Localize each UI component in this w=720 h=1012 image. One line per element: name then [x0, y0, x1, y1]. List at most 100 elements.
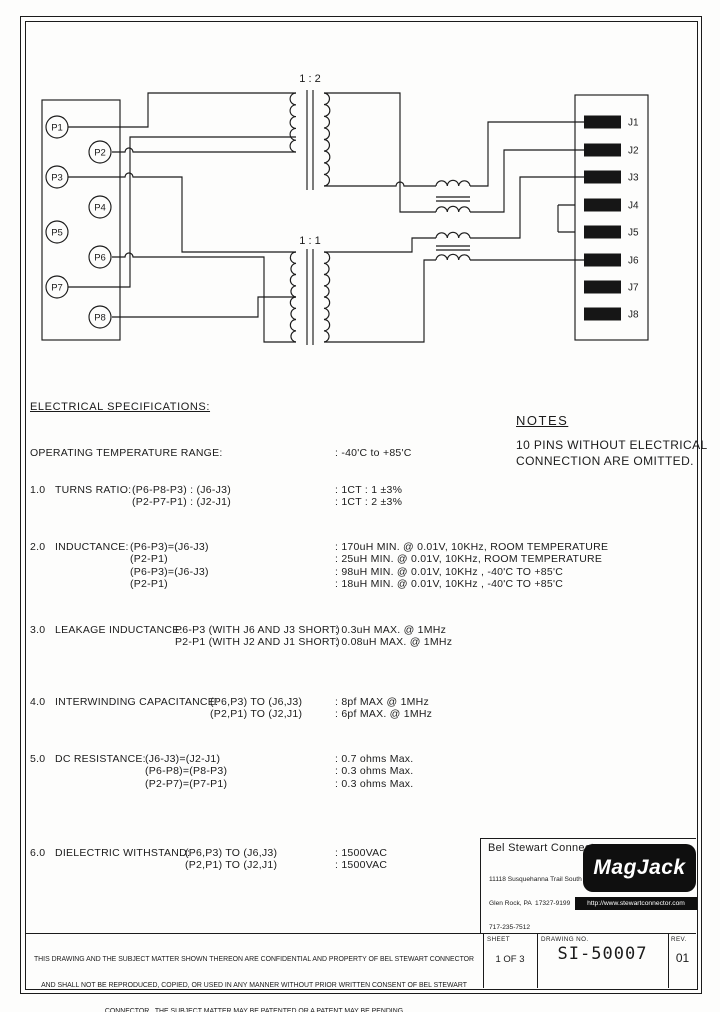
pin-j7	[584, 280, 621, 294]
wire	[470, 149, 585, 213]
wire	[470, 176, 585, 239]
wire	[557, 204, 575, 233]
spec-value: : 1CT : 1 ±3%	[335, 484, 403, 496]
cell-divider	[537, 933, 539, 988]
pin-label-j4: J4	[628, 201, 639, 212]
frame-inner	[25, 21, 698, 990]
j-connector-box	[574, 94, 649, 341]
spec-param: (P6-P8)=(P8-P3)	[145, 765, 228, 778]
pin-j5	[584, 225, 621, 239]
spec-item-name: INDUCTANCE:	[55, 541, 129, 553]
pin-label-j1: J1	[628, 118, 639, 129]
pin-label-p1: P1	[51, 123, 63, 134]
magjack-logo: MagJack	[583, 844, 696, 892]
spec-item-number: 4.0	[30, 696, 46, 708]
sheet-label: SHEET	[487, 936, 510, 943]
pin-j8	[584, 307, 621, 321]
pin-j2	[584, 143, 621, 157]
choke-coil	[435, 253, 471, 261]
spec-param: (P2,P1) TO (J2,J1)	[210, 708, 303, 721]
wire	[68, 136, 296, 288]
spec-value: : 1CT : 2 ±3%	[335, 496, 403, 509]
spec-value: : 1500VAC	[335, 847, 388, 859]
spec-item-number: 1.0	[30, 484, 46, 496]
pin-p8	[88, 305, 112, 329]
spec-value: : 0.3 ohms Max.	[335, 765, 414, 778]
notes-title: NOTES	[516, 413, 569, 428]
wire	[324, 259, 436, 343]
disclaimer-line: THIS DRAWING AND THE SUBJECT MATTER SHOW…	[33, 956, 475, 964]
choke-coil	[435, 205, 471, 213]
wire	[324, 237, 436, 253]
frame-outer	[20, 16, 702, 994]
pin-label-p8: P8	[94, 313, 106, 324]
transformer2-ratio-label: 1 : 1	[299, 235, 320, 247]
drawing-no-value: SI-50007	[557, 944, 648, 964]
spec-value: : 170uH MIN. @ 0.01V, 10KHz, ROOM TEMPER…	[335, 541, 609, 553]
spec-item-number: 2.0	[30, 541, 46, 553]
spec-item-name: DC RESISTANCE:	[55, 753, 146, 765]
spec-value: : 6pf MAX. @ 1MHz	[335, 708, 433, 721]
transformer1-primary-coil	[289, 92, 297, 153]
pin-j6	[584, 253, 621, 267]
disclaimer-line: AND SHALL NOT BE REPRODUCED, COPIED, OR …	[41, 981, 467, 989]
pin-label-p5: P5	[51, 228, 63, 239]
rev-label: REV.	[671, 936, 687, 943]
spec-param: (P6-P3)=(J6-J3)	[130, 565, 209, 578]
notes-line: 10 PINS WITHOUT ELECTRICAL	[516, 438, 708, 452]
spec-value: : 8pf MAX @ 1MHz	[335, 696, 430, 708]
spec-value: : 0.3 ohms Max.	[335, 777, 414, 790]
pin-label-p3: P3	[51, 173, 63, 184]
title-block-top-rule	[480, 838, 696, 840]
pin-p1	[45, 115, 69, 139]
spec-item-name: TURNS RATIO:	[55, 484, 132, 496]
spec-value: : -40'C to +85'C	[335, 447, 412, 459]
sheet-value: 1 OF 3	[495, 954, 525, 965]
pin-p6	[88, 245, 112, 269]
spec-param: (P2,P1) TO (J2,J1)	[185, 859, 278, 872]
spec-value: : 0.7 ohms Max.	[335, 753, 414, 765]
pin-label-p2: P2	[94, 148, 106, 159]
pin-j3	[584, 170, 621, 184]
pin-p5	[45, 220, 69, 244]
choke-coil	[435, 231, 471, 239]
transformer1-ratio-label: 1 : 2	[299, 73, 320, 85]
pin-p4	[88, 195, 112, 219]
schematic-svg: 1 : 21 : 1P1P2P3P4P5P6P7P8J1J2J3J4J5J6J7…	[41, 73, 649, 345]
rev-value: 01	[675, 951, 690, 965]
address-line: Glen Rock, PA 17327-9199	[489, 900, 571, 907]
pin-p7	[45, 275, 69, 299]
company-address: 11118 Susquehanna Trail South Glen Rock,…	[489, 860, 582, 948]
address-line: 717-235-7512	[489, 924, 531, 931]
spec-param: (P2-P1)	[130, 553, 168, 566]
disclaimer-line: CONNECTOR. THE SUBJECT MATTER MAY BE PAT…	[104, 1007, 404, 1012]
spec-item-number: 6.0	[30, 847, 46, 859]
disclaimer-text: THIS DRAWING AND THE SUBJECT MATTER SHOW…	[25, 939, 483, 1012]
pin-label-p4: P4	[94, 203, 106, 214]
spec-value: : 18uH MIN. @ 0.01V, 10KHz , -40'C TO +8…	[335, 578, 564, 591]
wire	[112, 296, 296, 318]
spec-param: P2-P1 (WITH J2 AND J1 SHORT)	[175, 636, 340, 649]
spec-param: (P6-P8-P3) : (J6-J3)	[132, 484, 231, 496]
spec-param: (P6,P3) TO (J6,J3)	[185, 847, 278, 859]
spec-item-name: OPERATING TEMPERATURE RANGE:	[30, 447, 223, 459]
spec-value: : 25uH MIN. @ 0.01V, 10KHz, ROOM TEMPERA…	[335, 553, 603, 566]
pin-label-j8: J8	[628, 310, 639, 321]
pin-j1	[584, 115, 621, 129]
cell-divider	[668, 933, 670, 988]
transformer2-primary-coil	[289, 251, 297, 343]
spec-param: (P2-P7)=(P7-P1)	[145, 777, 228, 790]
spec-param: (P2-P1)	[130, 578, 168, 591]
spec-param: (P6,P3) TO (J6,J3)	[210, 696, 303, 708]
pin-p3	[45, 165, 69, 189]
spec-item-number: 5.0	[30, 753, 46, 765]
pin-label-j5: J5	[628, 228, 639, 239]
pin-label-p7: P7	[51, 283, 63, 294]
bottom-strip-rule	[25, 933, 696, 935]
drawing-no-label: DRAWING NO.	[541, 936, 589, 943]
wire	[68, 92, 296, 128]
spec-param: (P6-P3)=(J6-J3)	[130, 541, 209, 553]
pin-label-j6: J6	[628, 256, 639, 267]
p-connector-box	[41, 99, 121, 341]
